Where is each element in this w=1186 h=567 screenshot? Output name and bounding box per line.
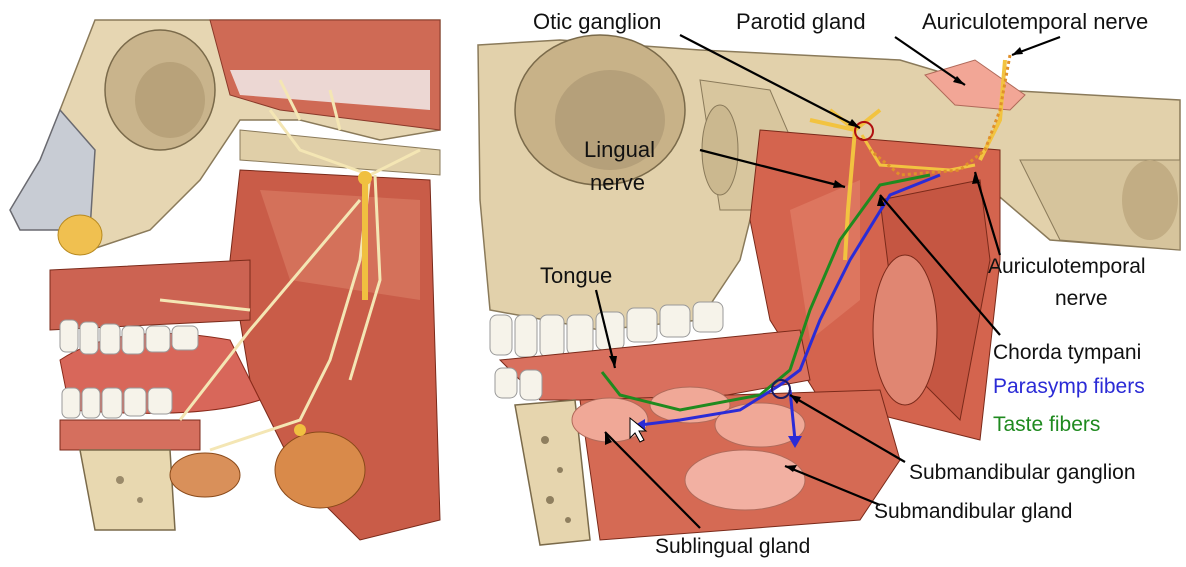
label-auriculotemporal-nerve-right-line2: nerve xyxy=(1055,287,1108,310)
leader-lines xyxy=(596,35,1060,528)
leader-submandibular-gland xyxy=(785,466,880,505)
legend-chorda-tympani: Chorda tympani xyxy=(993,341,1141,364)
label-auriculotemporal-nerve-top: Auriculotemporal nerve xyxy=(922,9,1148,34)
label-submandibular-ganglion: Submandibular ganglion xyxy=(909,461,1136,484)
label-sublingual-gland: Sublingual gland xyxy=(655,535,810,558)
leader-otic-ganglion xyxy=(680,35,860,128)
leader-lingual-nerve xyxy=(700,150,845,187)
label-lingual-nerve-line1: Lingual xyxy=(584,137,655,162)
label-auriculotemporal-nerve-right-line1: Auriculotemporal xyxy=(988,255,1146,278)
leader-sublingual-gland xyxy=(605,432,700,528)
leader-submandibular-ganglion xyxy=(790,395,905,462)
leader-chorda-tympani xyxy=(880,195,1000,335)
label-submandibular-gland: Submandibular gland xyxy=(874,500,1072,523)
label-lingual-nerve-line2: nerve xyxy=(590,170,645,195)
legend-parasymp-fibers: Parasymp fibers xyxy=(993,375,1145,398)
legend-taste-fibers: Taste fibers xyxy=(993,413,1100,436)
label-otic-ganglion: Otic ganglion xyxy=(533,9,661,34)
label-parotid-gland: Parotid gland xyxy=(736,9,866,34)
leader-parotid-gland xyxy=(895,37,965,85)
leader-auriculotemporal-right xyxy=(975,172,1000,255)
label-tongue: Tongue xyxy=(540,263,612,288)
